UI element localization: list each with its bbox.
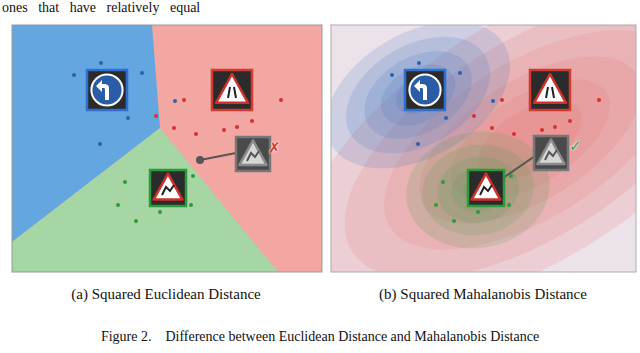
sign-icon xyxy=(405,70,445,110)
sign-frame xyxy=(150,170,186,206)
result-mark: ✗ xyxy=(268,140,281,157)
red-region xyxy=(12,25,322,272)
sample-dot xyxy=(250,119,254,123)
sample-dot xyxy=(189,203,193,207)
sample-dot xyxy=(444,116,448,120)
panel-border xyxy=(331,25,636,272)
sample-dot xyxy=(490,126,494,130)
sample-dot xyxy=(191,174,195,178)
sign-frame xyxy=(468,170,504,206)
sample-dot xyxy=(452,219,456,223)
sign-symbol xyxy=(545,150,557,160)
sign-icon xyxy=(534,136,568,170)
sample-dot xyxy=(154,114,158,118)
contour-ellipse xyxy=(331,25,636,272)
contour-ellipse xyxy=(331,25,636,272)
sample-dot xyxy=(417,61,421,65)
sample-dot xyxy=(434,203,438,207)
sign-frame xyxy=(530,70,570,110)
sample-dot xyxy=(172,126,176,130)
sample-dot xyxy=(134,219,138,223)
sample-dot xyxy=(99,61,103,65)
subfigure-caption: (a) Squared Euclidean Distance xyxy=(71,286,261,303)
mahalanobis-panel xyxy=(331,25,636,272)
sign-triangle xyxy=(239,140,266,164)
sample-dot xyxy=(123,180,127,184)
sign-frame xyxy=(405,70,445,110)
sample-dot xyxy=(416,142,420,146)
sample-dot xyxy=(72,73,76,77)
sign-symbol xyxy=(162,185,174,195)
sample-dot xyxy=(98,142,102,146)
sample-dot xyxy=(235,125,239,129)
green-region xyxy=(12,128,278,272)
sign-frame xyxy=(236,137,270,171)
sign-symbol xyxy=(546,87,554,98)
sign-disc xyxy=(91,74,122,105)
sign-icon xyxy=(87,70,127,110)
sample-dot xyxy=(390,73,394,77)
sign-disc xyxy=(409,74,440,105)
subfigure-caption: (b) Squared Mahalanobis Distance xyxy=(379,286,587,303)
contour-ellipse xyxy=(448,164,509,217)
contour-ellipse xyxy=(432,150,524,229)
sample-dot xyxy=(500,98,504,102)
sign-triangle xyxy=(534,74,566,103)
sign-frame xyxy=(534,136,568,170)
sample-dot xyxy=(476,210,480,214)
sample-dot xyxy=(158,210,162,214)
sign-arrow xyxy=(96,80,109,100)
sample-dot xyxy=(279,98,283,102)
result-mark: ✓ xyxy=(569,138,582,155)
figure-caption: Figure 2. Difference between Euclidean D… xyxy=(101,329,539,345)
sign-arrow xyxy=(414,80,427,100)
sample-dot xyxy=(116,203,120,207)
sign-frame xyxy=(212,70,252,110)
sign-icon xyxy=(530,70,570,110)
sign-icon xyxy=(150,170,186,206)
contour-ellipse xyxy=(389,68,448,121)
sample-dot xyxy=(173,99,177,103)
sample-dot xyxy=(458,71,462,75)
sign-triangle xyxy=(472,174,501,200)
sign-icon xyxy=(212,70,252,110)
sample-dot xyxy=(553,125,557,129)
sample-dot xyxy=(472,114,476,118)
sample-dot xyxy=(597,98,601,102)
sample-dot xyxy=(222,128,226,132)
leader-dot xyxy=(196,156,204,164)
contour-ellipse xyxy=(370,52,466,139)
body-text: ones that have relatively equal xyxy=(2,0,200,16)
sign-frame xyxy=(87,70,127,110)
sample-dot xyxy=(491,99,495,103)
sample-dot xyxy=(182,98,186,102)
contour-ellipse xyxy=(415,136,541,244)
sample-dot xyxy=(568,119,572,123)
sign-triangle xyxy=(537,139,564,163)
panel-border xyxy=(12,25,322,272)
sample-dot xyxy=(540,128,544,132)
euclidean-panel xyxy=(12,25,322,272)
sample-dot xyxy=(194,132,198,136)
sign-icon xyxy=(468,170,504,206)
sign-symbol xyxy=(247,151,259,161)
sample-dot xyxy=(441,180,445,184)
sign-icon xyxy=(236,137,270,171)
sign-symbol xyxy=(480,185,492,195)
sign-triangle xyxy=(216,74,248,103)
leader-line xyxy=(200,153,236,160)
sign-symbol xyxy=(228,87,236,98)
sign-triangle xyxy=(154,174,183,200)
sample-dot xyxy=(126,116,130,120)
sample-dot xyxy=(512,132,516,136)
sample-dot xyxy=(507,203,511,207)
sample-dot xyxy=(140,71,144,75)
